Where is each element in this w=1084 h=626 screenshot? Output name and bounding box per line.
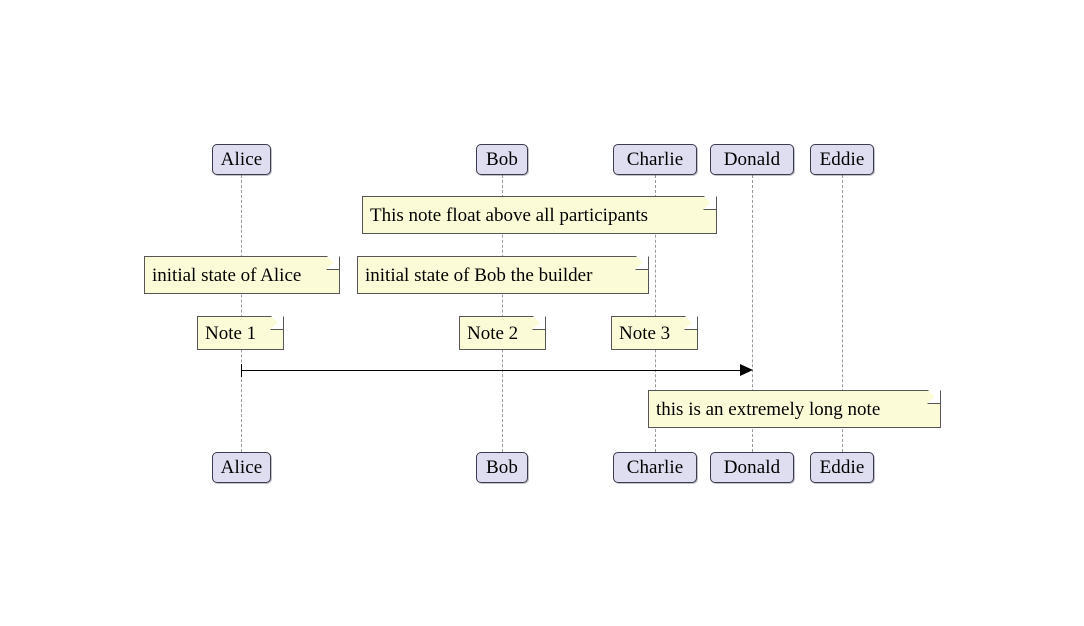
note-extremely-long[interactable]: this is an extremely long note [648, 390, 941, 428]
lifeline-donald [752, 175, 753, 452]
note-3[interactable]: Note 3 [611, 316, 698, 350]
note-initial-state-bob[interactable]: initial state of Bob the builder [357, 256, 649, 294]
participant-label: Alice [220, 457, 263, 478]
participant-label: Eddie [819, 149, 865, 170]
participant-label: Bob [486, 457, 518, 478]
participant-label: Donald [723, 149, 781, 170]
note-text: initial state of Alice [152, 264, 302, 286]
participant-head-bob[interactable]: Bob [476, 144, 528, 175]
note-body [611, 316, 698, 350]
message-arrow-line-alice-donald[interactable] [241, 370, 741, 371]
note-1[interactable]: Note 1 [197, 316, 284, 350]
note-body [648, 390, 941, 428]
participant-head-alice[interactable]: Alice [212, 144, 271, 175]
note-body [362, 196, 717, 234]
participant-label: Eddie [819, 457, 865, 478]
note-body [357, 256, 649, 294]
note-body [197, 316, 284, 350]
participant-foot-bob[interactable]: Bob [476, 452, 528, 483]
lifeline-bob [502, 175, 503, 452]
participant-label: Bob [486, 149, 518, 170]
note-text: Note 1 [205, 322, 257, 344]
participant-head-charlie[interactable]: Charlie [613, 144, 697, 175]
note-text: Note 3 [619, 322, 671, 344]
lifeline-eddie [842, 175, 843, 452]
participant-foot-alice[interactable]: Alice [212, 452, 271, 483]
note-2[interactable]: Note 2 [459, 316, 546, 350]
note-text: This note float above all participants [370, 204, 649, 226]
participant-label: Donald [723, 457, 781, 478]
note-body [459, 316, 546, 350]
lifeline-alice [241, 175, 242, 452]
participant-head-eddie[interactable]: Eddie [810, 144, 874, 175]
participant-head-donald[interactable]: Donald [710, 144, 794, 175]
lifeline-charlie [655, 175, 656, 452]
note-text: initial state of Bob the builder [365, 264, 593, 286]
participant-label: Charlie [626, 149, 684, 170]
participant-foot-charlie[interactable]: Charlie [613, 452, 697, 483]
note-body [144, 256, 340, 294]
message-arrowhead-icon [740, 364, 753, 376]
note-text: this is an extremely long note [656, 398, 881, 420]
note-float-above-participants[interactable]: This note float above all participants [362, 196, 717, 234]
participant-foot-donald[interactable]: Donald [710, 452, 794, 483]
note-initial-state-alice[interactable]: initial state of Alice [144, 256, 340, 294]
note-text: Note 2 [467, 322, 519, 344]
participant-foot-eddie[interactable]: Eddie [810, 452, 874, 483]
participant-label: Charlie [626, 457, 684, 478]
participant-label: Alice [220, 149, 263, 170]
